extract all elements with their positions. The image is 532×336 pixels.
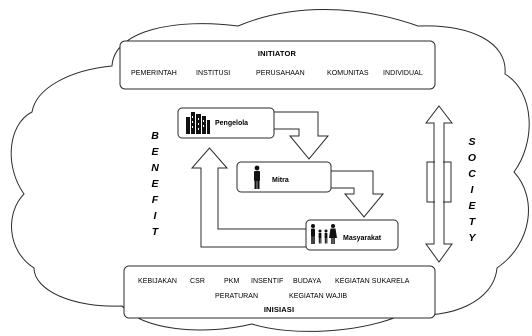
inisiasi-item-insentif: INSENTIF bbox=[251, 278, 283, 285]
initiator-item-institusi: INSTITUSI bbox=[196, 70, 230, 77]
benefit-label: B E N E F I T bbox=[151, 130, 160, 238]
society-letter: Y bbox=[468, 232, 476, 244]
arrow-pengelola-to-mitra bbox=[273, 111, 330, 160]
node-pengelola-label: Pengelola bbox=[215, 120, 248, 127]
society-arrow-mask bbox=[435, 161, 443, 203]
arrow-mitra-to-masyarakat bbox=[330, 170, 385, 218]
person-icon bbox=[254, 165, 260, 189]
inisiasi-box bbox=[123, 265, 436, 319]
benefit-letter: N bbox=[151, 162, 159, 174]
inisiasi-item-csr: CSR bbox=[190, 278, 205, 285]
society-letter: C bbox=[468, 168, 476, 180]
inisiasi-item-kegiatan-sukarela: KEGIATAN SUKARELA bbox=[335, 278, 410, 285]
inisiasi-title: INISIASI bbox=[264, 305, 294, 314]
family-icon bbox=[311, 224, 337, 244]
return-arrow bbox=[190, 147, 307, 248]
society-letter: T bbox=[469, 216, 477, 228]
society-letter: S bbox=[468, 136, 475, 148]
society-label: S O C I E T Y bbox=[468, 136, 477, 244]
society-letter: O bbox=[468, 152, 476, 164]
inisiasi-item-kebijakan: KEBIJAKAN bbox=[138, 278, 177, 285]
node-masyarakat-label: Masyarakat bbox=[343, 235, 382, 242]
initiator-item-individual: INDIVIDUAL bbox=[383, 70, 423, 77]
node-masyarakat bbox=[305, 219, 399, 251]
inisiasi-item-peraturan: PERATURAN bbox=[215, 293, 258, 300]
inisiasi-item-budaya: BUDAYA bbox=[293, 278, 321, 285]
benefit-letter: B bbox=[151, 130, 159, 142]
benefit-letter: I bbox=[154, 210, 158, 222]
society-letter: I bbox=[471, 184, 475, 196]
node-mitra-label: Mitra bbox=[272, 177, 289, 184]
benefit-letter: F bbox=[152, 194, 159, 206]
initiator-item-pemerintah: PEMERINTAH bbox=[131, 70, 177, 77]
initiator-item-komunitas: KOMUNITAS bbox=[327, 70, 369, 77]
society-letter: E bbox=[468, 200, 476, 212]
inisiasi-item-pkm: PKM bbox=[224, 278, 239, 285]
inisiasi-item-kegiatan-wajib: KEGIATAN WAJIB bbox=[289, 293, 347, 300]
initiator-title: INITIATOR bbox=[258, 49, 297, 58]
node-mitra bbox=[236, 161, 332, 193]
initiator-item-perusahaan: PERUSAHAAN bbox=[256, 70, 305, 77]
benefit-letter: E bbox=[151, 178, 159, 190]
benefit-letter: T bbox=[152, 226, 160, 238]
initiator-box bbox=[119, 40, 436, 90]
building-icon bbox=[186, 112, 210, 134]
benefit-letter: E bbox=[151, 146, 159, 158]
